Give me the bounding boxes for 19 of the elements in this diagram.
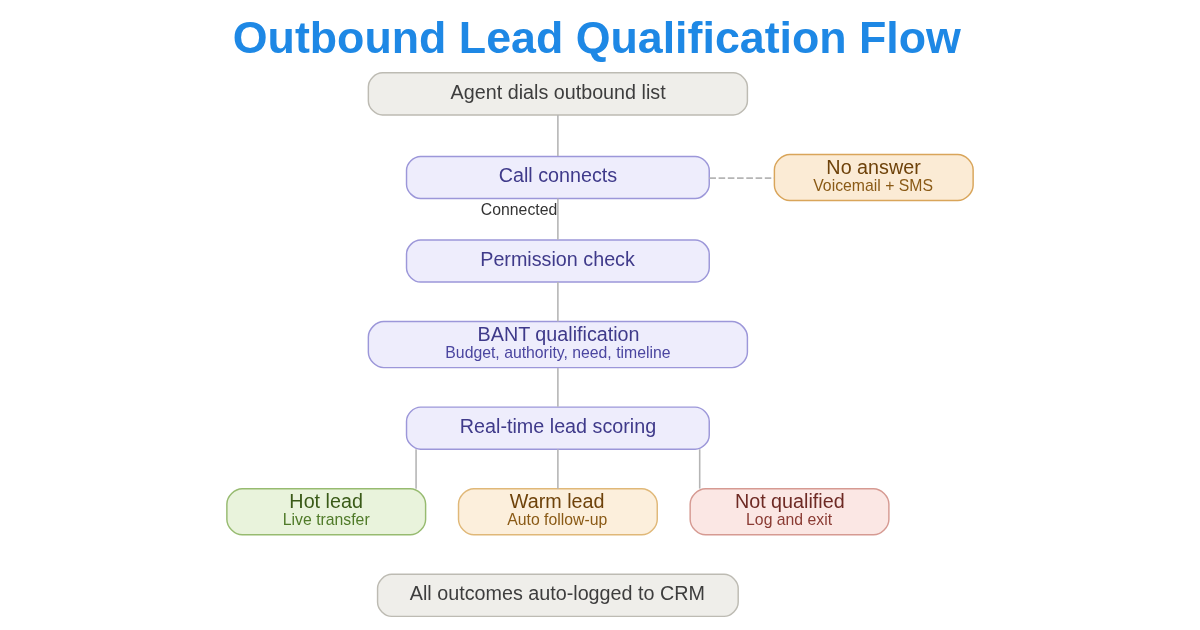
connector bbox=[698, 448, 701, 490]
connector bbox=[557, 114, 559, 157]
connector bbox=[415, 448, 417, 490]
edge-label: Connected bbox=[480, 200, 558, 218]
connector bbox=[557, 448, 559, 490]
node-box: All outcomes auto-logged to CRM bbox=[376, 573, 739, 618]
node-box: Real-time lead scoring bbox=[405, 406, 710, 450]
node-box: Permission check bbox=[405, 239, 710, 283]
connector bbox=[557, 281, 559, 323]
node-box: Agent dials outbound list bbox=[367, 72, 749, 116]
node-box: Not qualified Log and exit bbox=[689, 488, 890, 536]
node-box: BANT qualification Budget, authority, need, timeline bbox=[367, 320, 749, 369]
node-box: Hot lead Live transfer bbox=[226, 488, 427, 536]
connector bbox=[557, 197, 559, 241]
diagram-title: Outbound Lead Qualification Flow bbox=[232, 12, 961, 63]
node-box: Call connects bbox=[405, 155, 710, 200]
node-box: No answer Voicemail + SMS bbox=[773, 153, 974, 202]
node-box: Warm lead Auto follow-up bbox=[457, 488, 658, 536]
connector bbox=[557, 367, 559, 408]
